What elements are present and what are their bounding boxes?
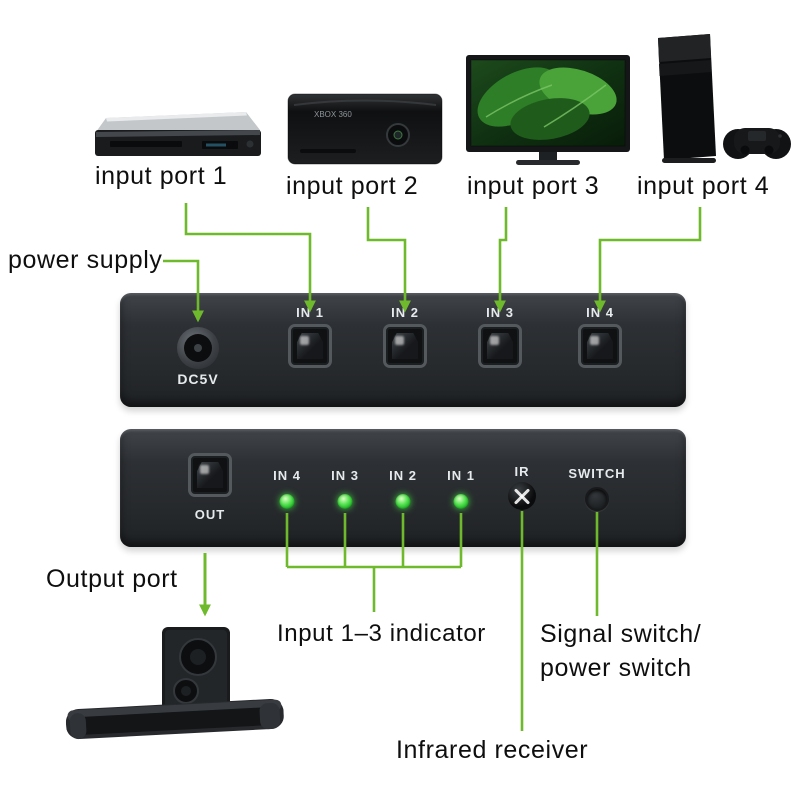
out-label: OUT — [194, 507, 226, 522]
rear-in1-label: IN 1 — [296, 305, 324, 320]
optical-in-port-2 — [383, 324, 427, 368]
optical-in-port-3 — [478, 324, 522, 368]
dvd-player-image — [90, 108, 265, 168]
rear-in2-label: IN 2 — [391, 305, 419, 320]
ir-receiver — [508, 482, 536, 510]
dvd-player-icon — [95, 112, 261, 156]
rear-in3-label: IN 3 — [486, 305, 514, 320]
ir-label: IR — [514, 464, 530, 479]
optical-in-port-1 — [288, 324, 332, 368]
led-label-in1: IN 1 — [447, 468, 475, 483]
dc5v-label: DC5V — [177, 371, 219, 387]
input-1-led — [453, 494, 469, 509]
game-controller-icon — [723, 128, 791, 159]
led-label-in4: IN 4 — [273, 468, 301, 483]
input-port-2-label: input port 2 — [286, 172, 419, 200]
input-indicator-label: Input 1–3 indicator — [277, 620, 486, 647]
optical-out-port — [188, 453, 232, 497]
soundbar-icon — [65, 698, 284, 740]
xbox-console-image: XBOX 360 — [286, 90, 444, 173]
led-label-in2: IN 2 — [389, 468, 417, 483]
output-port-label: Output port — [46, 565, 178, 593]
front-panel: OUT IN 4 IN 3 IN 2 IN 1 IR SWITCH — [120, 429, 686, 547]
input-3-led — [337, 494, 353, 509]
ps4-console-icon — [658, 34, 791, 163]
speaker-icon — [162, 627, 230, 713]
soundbar-speaker-image — [162, 627, 230, 718]
rear-in4-label: IN 4 — [586, 305, 614, 320]
xbox-console-icon: XBOX 360 — [287, 93, 443, 165]
switch-button — [585, 487, 609, 511]
input-4-led — [279, 494, 295, 509]
ps4-console-image — [646, 32, 792, 173]
xbox-logo-text: XBOX 360 — [314, 110, 352, 119]
input-port-4-label: input port 4 — [637, 172, 770, 200]
input-port-1-label: input port 1 — [95, 162, 228, 190]
rear-panel: DC5V IN 1 IN 2 IN 3 IN 4 — [120, 293, 686, 407]
tv-image — [466, 55, 630, 174]
dc-power-port — [177, 327, 219, 369]
soundbar-image — [65, 691, 285, 751]
input-port-3-label: input port 3 — [467, 172, 600, 200]
infrared-receiver-label: Infrared receiver — [396, 736, 589, 764]
signal-switch-label-line2: power switch — [540, 654, 692, 682]
optical-in-port-4 — [578, 324, 622, 368]
input-2-led — [395, 494, 411, 509]
signal-switch-label-line1: Signal switch/ — [540, 620, 702, 648]
led-label-in3: IN 3 — [331, 468, 359, 483]
tv-icon — [466, 55, 630, 165]
power-supply-label: power supply — [8, 246, 163, 274]
switch-label: SWITCH — [568, 466, 626, 481]
